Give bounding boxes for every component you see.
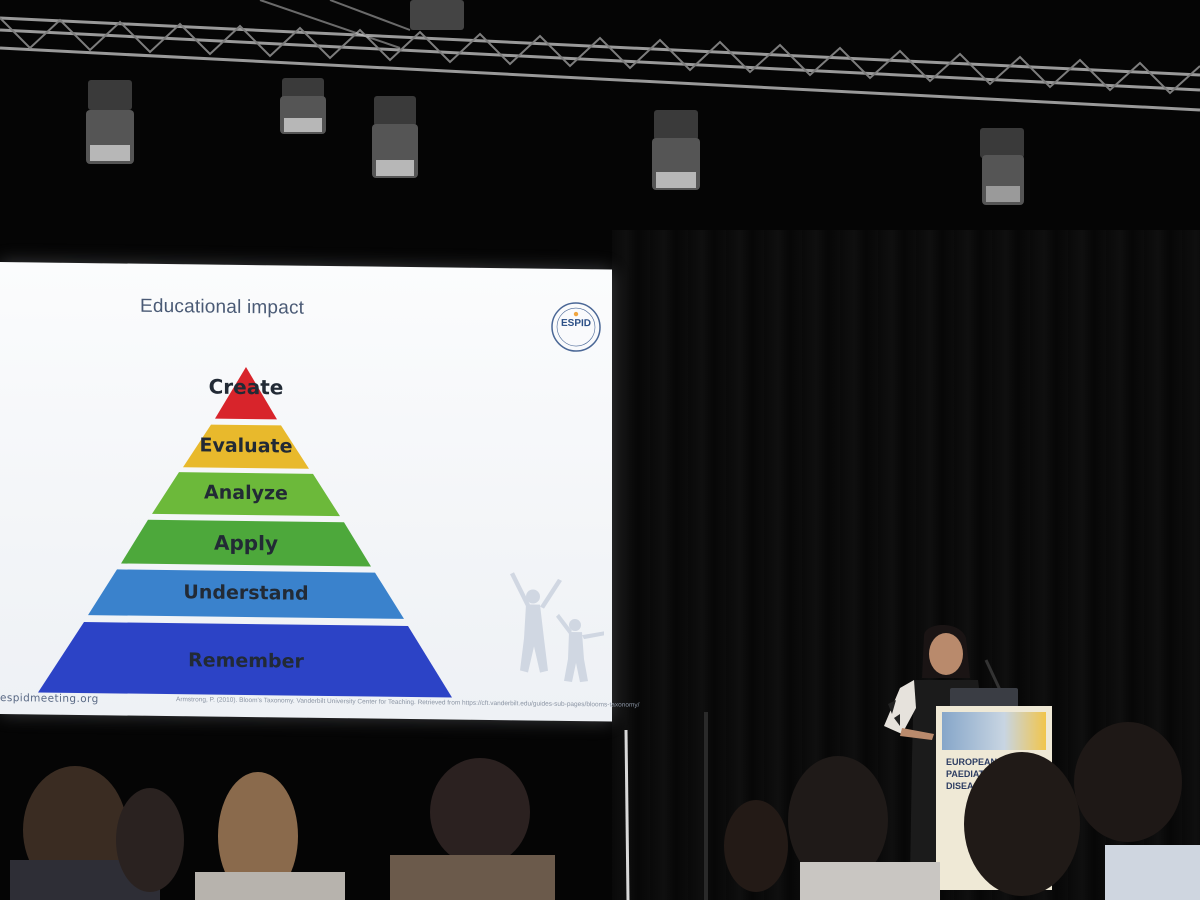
podium-line-3: DISEASES (946, 781, 992, 791)
pyramid-level-analyze (152, 472, 340, 517)
projected-slide: Educational impact ESPID Create Evaluate… (0, 262, 639, 722)
audience-member (724, 800, 788, 892)
pyramid-level-remember (38, 622, 452, 698)
podium-text: EUROPEAN PAEDIATRIC DISEASES (946, 756, 1006, 792)
audience-member (116, 788, 184, 892)
spotlight-icon (86, 80, 134, 164)
bloom-pyramid (38, 367, 452, 698)
pyramid-level-create (215, 367, 277, 420)
audience-member (1074, 722, 1200, 900)
podium-line-1: EUROPEAN (946, 757, 998, 767)
spotlight-icon (980, 128, 1024, 205)
audience-member (390, 758, 555, 900)
children-silhouette (510, 572, 604, 683)
spotlight-icon (280, 78, 326, 134)
podium-line-2: PAEDIATRIC (946, 769, 1000, 779)
pyramid-level-apply (121, 519, 371, 567)
espid-logo: ESPID (550, 301, 602, 354)
audience-member (788, 756, 940, 900)
audience-member (964, 752, 1080, 896)
pyramid-level-understand (88, 569, 404, 619)
spotlight-icon (652, 110, 700, 190)
lighting-truss (0, 0, 1200, 205)
audience-member (195, 772, 345, 900)
laptop (950, 688, 1018, 708)
spotlight-icon (372, 96, 418, 178)
pyramid-level-evaluate (183, 424, 309, 469)
podium-banner (942, 712, 1046, 750)
spotlight-icon (410, 0, 464, 30)
